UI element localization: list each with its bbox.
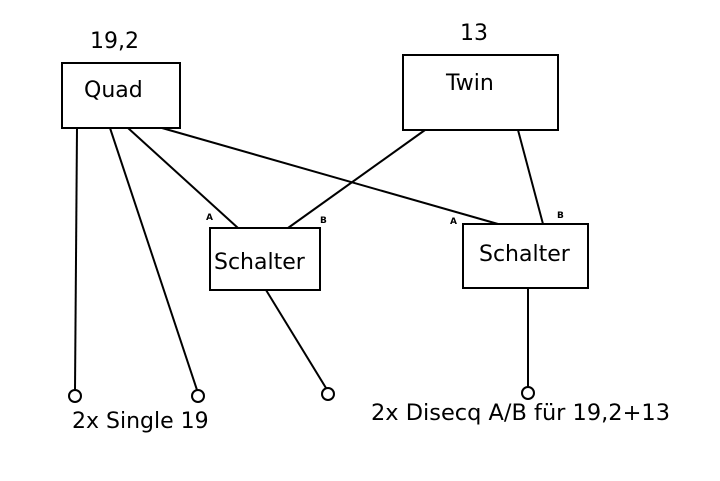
left-switch-port-a: A — [206, 213, 213, 223]
terminal-right-switch — [521, 386, 535, 400]
output-terminals — [68, 386, 535, 403]
terminal-left-switch — [321, 387, 335, 401]
left-switch-label: Schalter — [214, 250, 306, 275]
line-left-switch-output — [265, 289, 327, 389]
line-quad-to-single-1 — [74, 127, 78, 391]
line-quad-to-right-switch-a — [161, 127, 499, 225]
quad-satellite-label: 19,2 — [90, 29, 139, 54]
right-switch-port-a: A — [450, 217, 457, 227]
twin-lnb-box — [402, 54, 559, 131]
line-twin-to-left-switch-b — [287, 129, 426, 229]
quad-lnb: Quad — [61, 62, 181, 129]
right-switch: Schalter A B — [450, 211, 589, 289]
twin-lnb: Twin — [402, 54, 559, 131]
left-switch: Schalter A B — [206, 213, 327, 291]
twin-lnb-label: Twin — [445, 71, 494, 96]
diseqc-output-caption: 2x Disecq A/B für 19,2+13 — [371, 401, 670, 426]
line-quad-to-left-switch-a — [127, 127, 239, 229]
terminal-single-2 — [191, 389, 205, 403]
connection-lines — [74, 127, 544, 391]
single-output-caption: 2x Single 19 — [72, 409, 209, 434]
quad-lnb-box — [61, 62, 181, 129]
right-switch-label: Schalter — [479, 242, 571, 267]
twin-satellite-label: 13 — [460, 21, 488, 46]
line-twin-to-right-switch-b — [517, 129, 544, 225]
right-switch-box — [462, 223, 589, 289]
left-switch-port-b: B — [320, 216, 327, 226]
line-quad-to-single-2 — [109, 127, 198, 391]
terminal-single-1 — [68, 389, 82, 403]
right-switch-port-b: B — [557, 211, 564, 221]
quad-lnb-label: Quad — [84, 78, 143, 103]
left-switch-box — [209, 227, 321, 291]
